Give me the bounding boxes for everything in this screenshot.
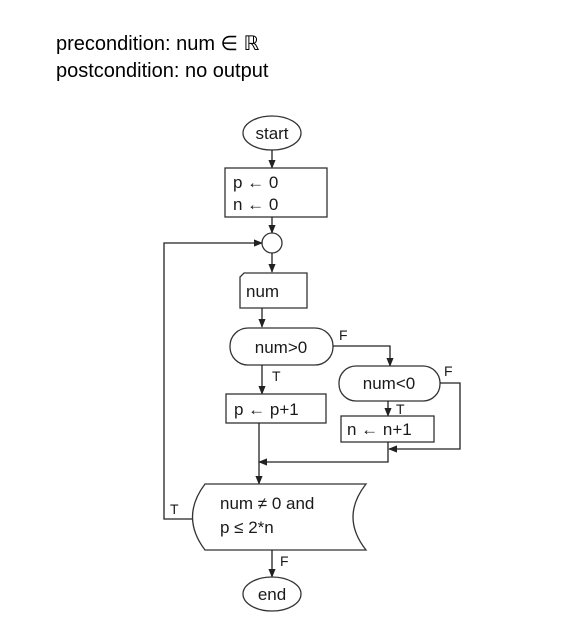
assign-p-box [225, 393, 327, 424]
loop-condition-box [192, 483, 368, 551]
assign-n-label: n ← n+1 [347, 420, 412, 439]
input-label: num [246, 282, 279, 301]
input-box [239, 272, 308, 309]
decision1-true-label: T [272, 368, 281, 384]
loop-true-label: T [170, 501, 179, 517]
init-n-label: n ← 0 [233, 195, 278, 214]
decision1-false-label: F [339, 327, 348, 343]
decision2-false-label: F [444, 363, 453, 379]
loop-junction [261, 232, 283, 254]
decision1-label: num>0 [255, 338, 307, 357]
decision2-label: num<0 [363, 374, 415, 393]
postcondition-text: postcondition: no output [56, 60, 269, 82]
init-process-box [224, 167, 328, 218]
end-terminal [242, 576, 302, 612]
precondition-text: precondition: num ∈ ℝ [56, 33, 260, 55]
assign-n-box [340, 415, 435, 443]
loop-condition-line1: num ≠ 0 and [220, 494, 314, 513]
init-p-label: p ← 0 [233, 173, 278, 192]
start-label: start [255, 124, 288, 143]
assign-p-label: p ← p+1 [234, 400, 299, 419]
arrow-loop-true-back [163, 239, 263, 520]
arrow-decision2-false [388, 382, 461, 453]
arrow-assign-n-merge [258, 442, 389, 466]
loop-false-label: F [280, 553, 289, 569]
arrow-decision1-false [333, 345, 394, 367]
end-label: end [258, 585, 286, 604]
decision2-true-label: T [396, 401, 405, 417]
loop-condition-line2: p ≤ 2*n [220, 518, 274, 537]
